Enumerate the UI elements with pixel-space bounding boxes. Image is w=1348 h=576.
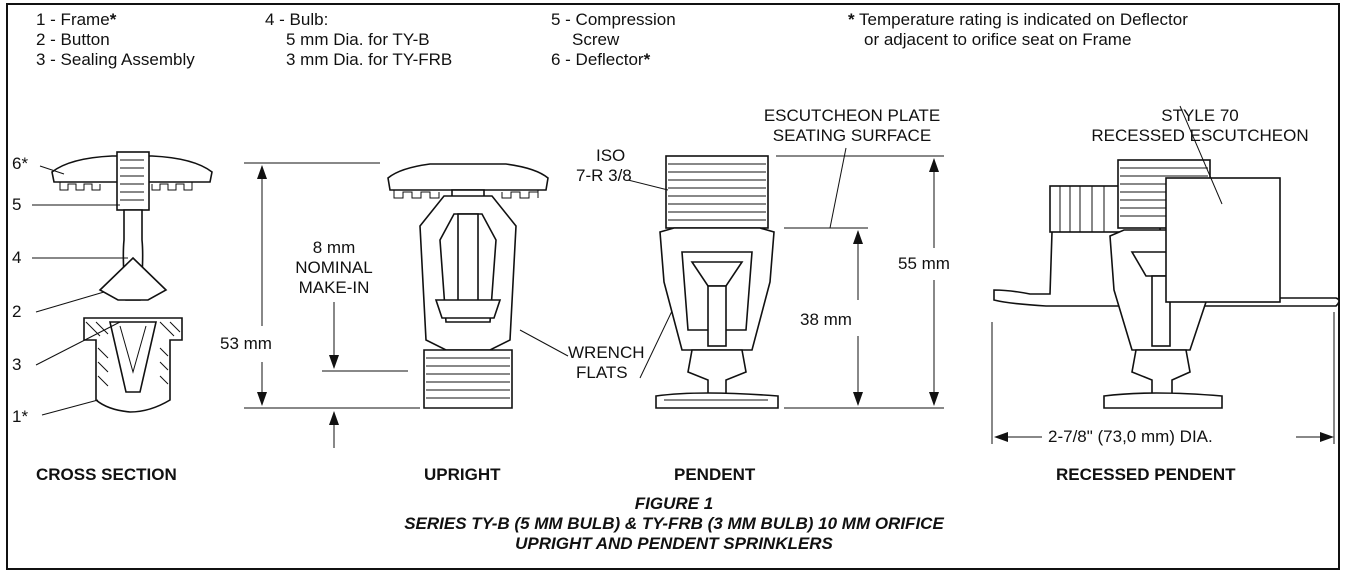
figure-caption-line3: UPRIGHT AND PENDENT SPRINKLERS (515, 534, 833, 553)
escutcheon-label-line2: SEATING SURFACE (772, 126, 932, 145)
callout-button: 2 (12, 302, 22, 321)
legend-note-line2: or adjacent to orifice seat on Frame (864, 30, 1132, 49)
view-title-recessed-pendent: RECESSED PENDENT (1056, 465, 1236, 484)
dimension-lines-pendent (776, 147, 944, 409)
legend-deflector: 6 - Deflector* (551, 50, 651, 69)
legend-bulb: 4 - Bulb: (265, 10, 329, 29)
dimension-lines-upright (244, 162, 420, 448)
style70-label-line2: RECESSED ESCUTCHEON (1091, 126, 1309, 145)
callout-deflector: 6* (12, 154, 29, 173)
view-title-cross-section: CROSS SECTION (36, 465, 177, 484)
legend-bulb-tyb: 5 mm Dia. for TY-B (286, 30, 430, 49)
wrench-flats-leader (519, 329, 569, 357)
height-55mm-label: 55 mm (898, 254, 950, 273)
makein-label-line2: NOMINAL (295, 258, 373, 277)
figure-frame (6, 3, 1340, 570)
recessed-pendent-drawing (991, 105, 1340, 444)
figure-caption-line2: SERIES TY-B (5 MM BULB) & TY-FRB (3 MM B… (404, 514, 944, 533)
legend-compression: 5 - Compression (551, 10, 676, 29)
legend-button: 2 - Button (36, 30, 110, 49)
view-title-upright: UPRIGHT (424, 465, 501, 484)
iso-label-line1: ISO (596, 146, 626, 165)
makein-label-line3: MAKE-IN (298, 278, 370, 297)
legend-sealing-assembly: 3 - Sealing Assembly (36, 50, 195, 69)
callout-bulb: 4 (12, 248, 22, 267)
view-title-pendent: PENDENT (674, 465, 756, 484)
legend-note-line1: * Temperature rating is indicated on Def… (848, 10, 1188, 29)
callout-compression-screw: 5 (12, 195, 22, 214)
cross-section-drawing (32, 151, 213, 416)
wrench-label-line2: FLATS (576, 363, 628, 382)
legend-frame: 1 - Frame* (36, 10, 117, 29)
wrench-label-line1: WRENCH (568, 343, 645, 362)
height-53mm-label: 53 mm (220, 334, 272, 353)
iso-label-line2: 7-R 3/8 (576, 166, 632, 185)
callout-frame: 1* (12, 407, 29, 426)
height-38mm-label: 38 mm (800, 310, 852, 329)
pendent-drawing (627, 155, 779, 409)
legend-bulb-tyfrb: 3 mm Dia. for TY-FRB (286, 50, 453, 69)
figure-caption-line1: FIGURE 1 (634, 494, 714, 513)
escutcheon-label-line1: ESCUTCHEON PLATE (763, 106, 941, 125)
callout-sealing-assembly: 3 (12, 355, 22, 374)
diameter-label: 2-7/8" (73,0 mm) DIA. (1048, 427, 1213, 446)
style70-label-line1: STYLE 70 (1161, 106, 1239, 125)
makein-label-line1: 8 mm (312, 238, 356, 257)
upright-drawing (387, 163, 549, 409)
legend-screw: Screw (572, 30, 620, 49)
